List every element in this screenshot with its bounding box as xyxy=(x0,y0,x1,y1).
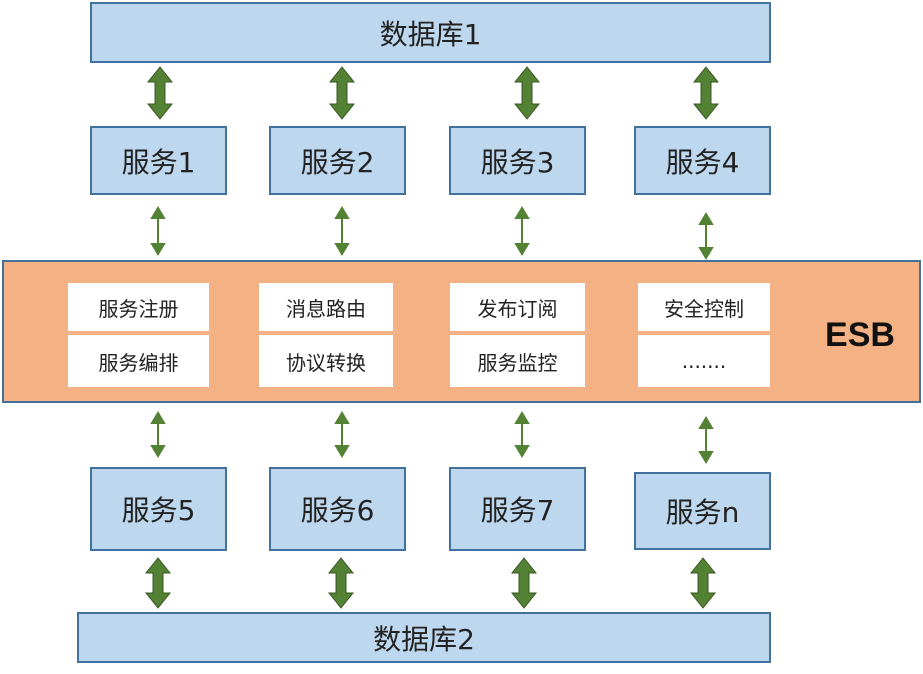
double-arrow-icon xyxy=(698,212,714,225)
service-box: 服务4 xyxy=(634,126,771,195)
double-arrow-icon xyxy=(514,445,530,458)
esb-module-label: 服务注册 xyxy=(98,296,179,321)
double-arrow-icon xyxy=(334,243,350,256)
esb-module-label: ....... xyxy=(681,349,727,373)
service-label: 服务4 xyxy=(665,145,740,179)
double-arrow-icon xyxy=(698,451,714,464)
double-arrow-icon xyxy=(514,243,530,256)
double-arrow-icon xyxy=(514,411,530,424)
service-label: 服务1 xyxy=(121,145,196,179)
double-arrow-icon xyxy=(698,247,714,260)
double-arrow-icon xyxy=(689,557,717,609)
database-2: 数据库2 xyxy=(77,612,771,663)
esb-module: 服务监控 xyxy=(450,335,585,387)
double-arrow-icon xyxy=(150,445,166,458)
service-box: 服务n xyxy=(634,472,771,550)
service-label: 服务5 xyxy=(121,494,196,527)
service-box: 服务2 xyxy=(269,126,406,195)
service-label: 服务n xyxy=(665,496,740,529)
esb-module: 消息路由 xyxy=(259,283,393,331)
service-box: 服务3 xyxy=(449,126,586,195)
esb-module-label: 消息路由 xyxy=(286,296,366,321)
esb-module: 发布订阅 xyxy=(450,283,585,331)
esb-module: 服务注册 xyxy=(68,283,209,331)
esb-module-label: 发布订阅 xyxy=(477,296,558,321)
service-box: 服务7 xyxy=(449,467,586,551)
double-arrow-icon xyxy=(328,66,356,120)
service-label: 服务2 xyxy=(300,145,375,179)
double-arrow-icon xyxy=(513,66,541,120)
service-box: 服务6 xyxy=(269,467,406,551)
database-1: 数据库1 xyxy=(90,2,771,63)
service-label: 服务7 xyxy=(480,494,555,527)
double-arrow-icon xyxy=(334,445,350,458)
double-arrow-icon xyxy=(514,206,530,219)
esb-module-label: 服务编排 xyxy=(98,350,179,375)
database-1-label: 数据库1 xyxy=(379,17,482,51)
esb-module: ....... xyxy=(638,335,770,387)
double-arrow-icon xyxy=(698,416,714,429)
esb-module-label: 安全控制 xyxy=(664,296,744,321)
service-label: 服务3 xyxy=(480,145,555,179)
double-arrow-icon xyxy=(146,66,174,120)
double-arrow-icon xyxy=(327,557,355,609)
double-arrow-icon xyxy=(692,66,720,120)
double-arrow-icon xyxy=(150,206,166,219)
service-box: 服务5 xyxy=(90,467,227,551)
esb-label: ESB xyxy=(825,316,895,354)
esb-module: 协议转换 xyxy=(259,335,393,387)
esb-module-label: 协议转换 xyxy=(286,350,366,375)
service-label: 服务6 xyxy=(300,494,375,527)
database-2-label: 数据库2 xyxy=(373,622,475,656)
service-box: 服务1 xyxy=(90,126,227,195)
double-arrow-icon xyxy=(150,411,166,424)
double-arrow-icon xyxy=(510,557,538,609)
esb-module: 安全控制 xyxy=(638,283,770,331)
double-arrow-icon xyxy=(334,411,350,424)
double-arrow-icon xyxy=(150,243,166,256)
double-arrow-icon xyxy=(144,557,172,609)
esb-module-label: 服务监控 xyxy=(477,350,558,375)
esb-module: 服务编排 xyxy=(68,335,209,387)
double-arrow-icon xyxy=(334,206,350,219)
